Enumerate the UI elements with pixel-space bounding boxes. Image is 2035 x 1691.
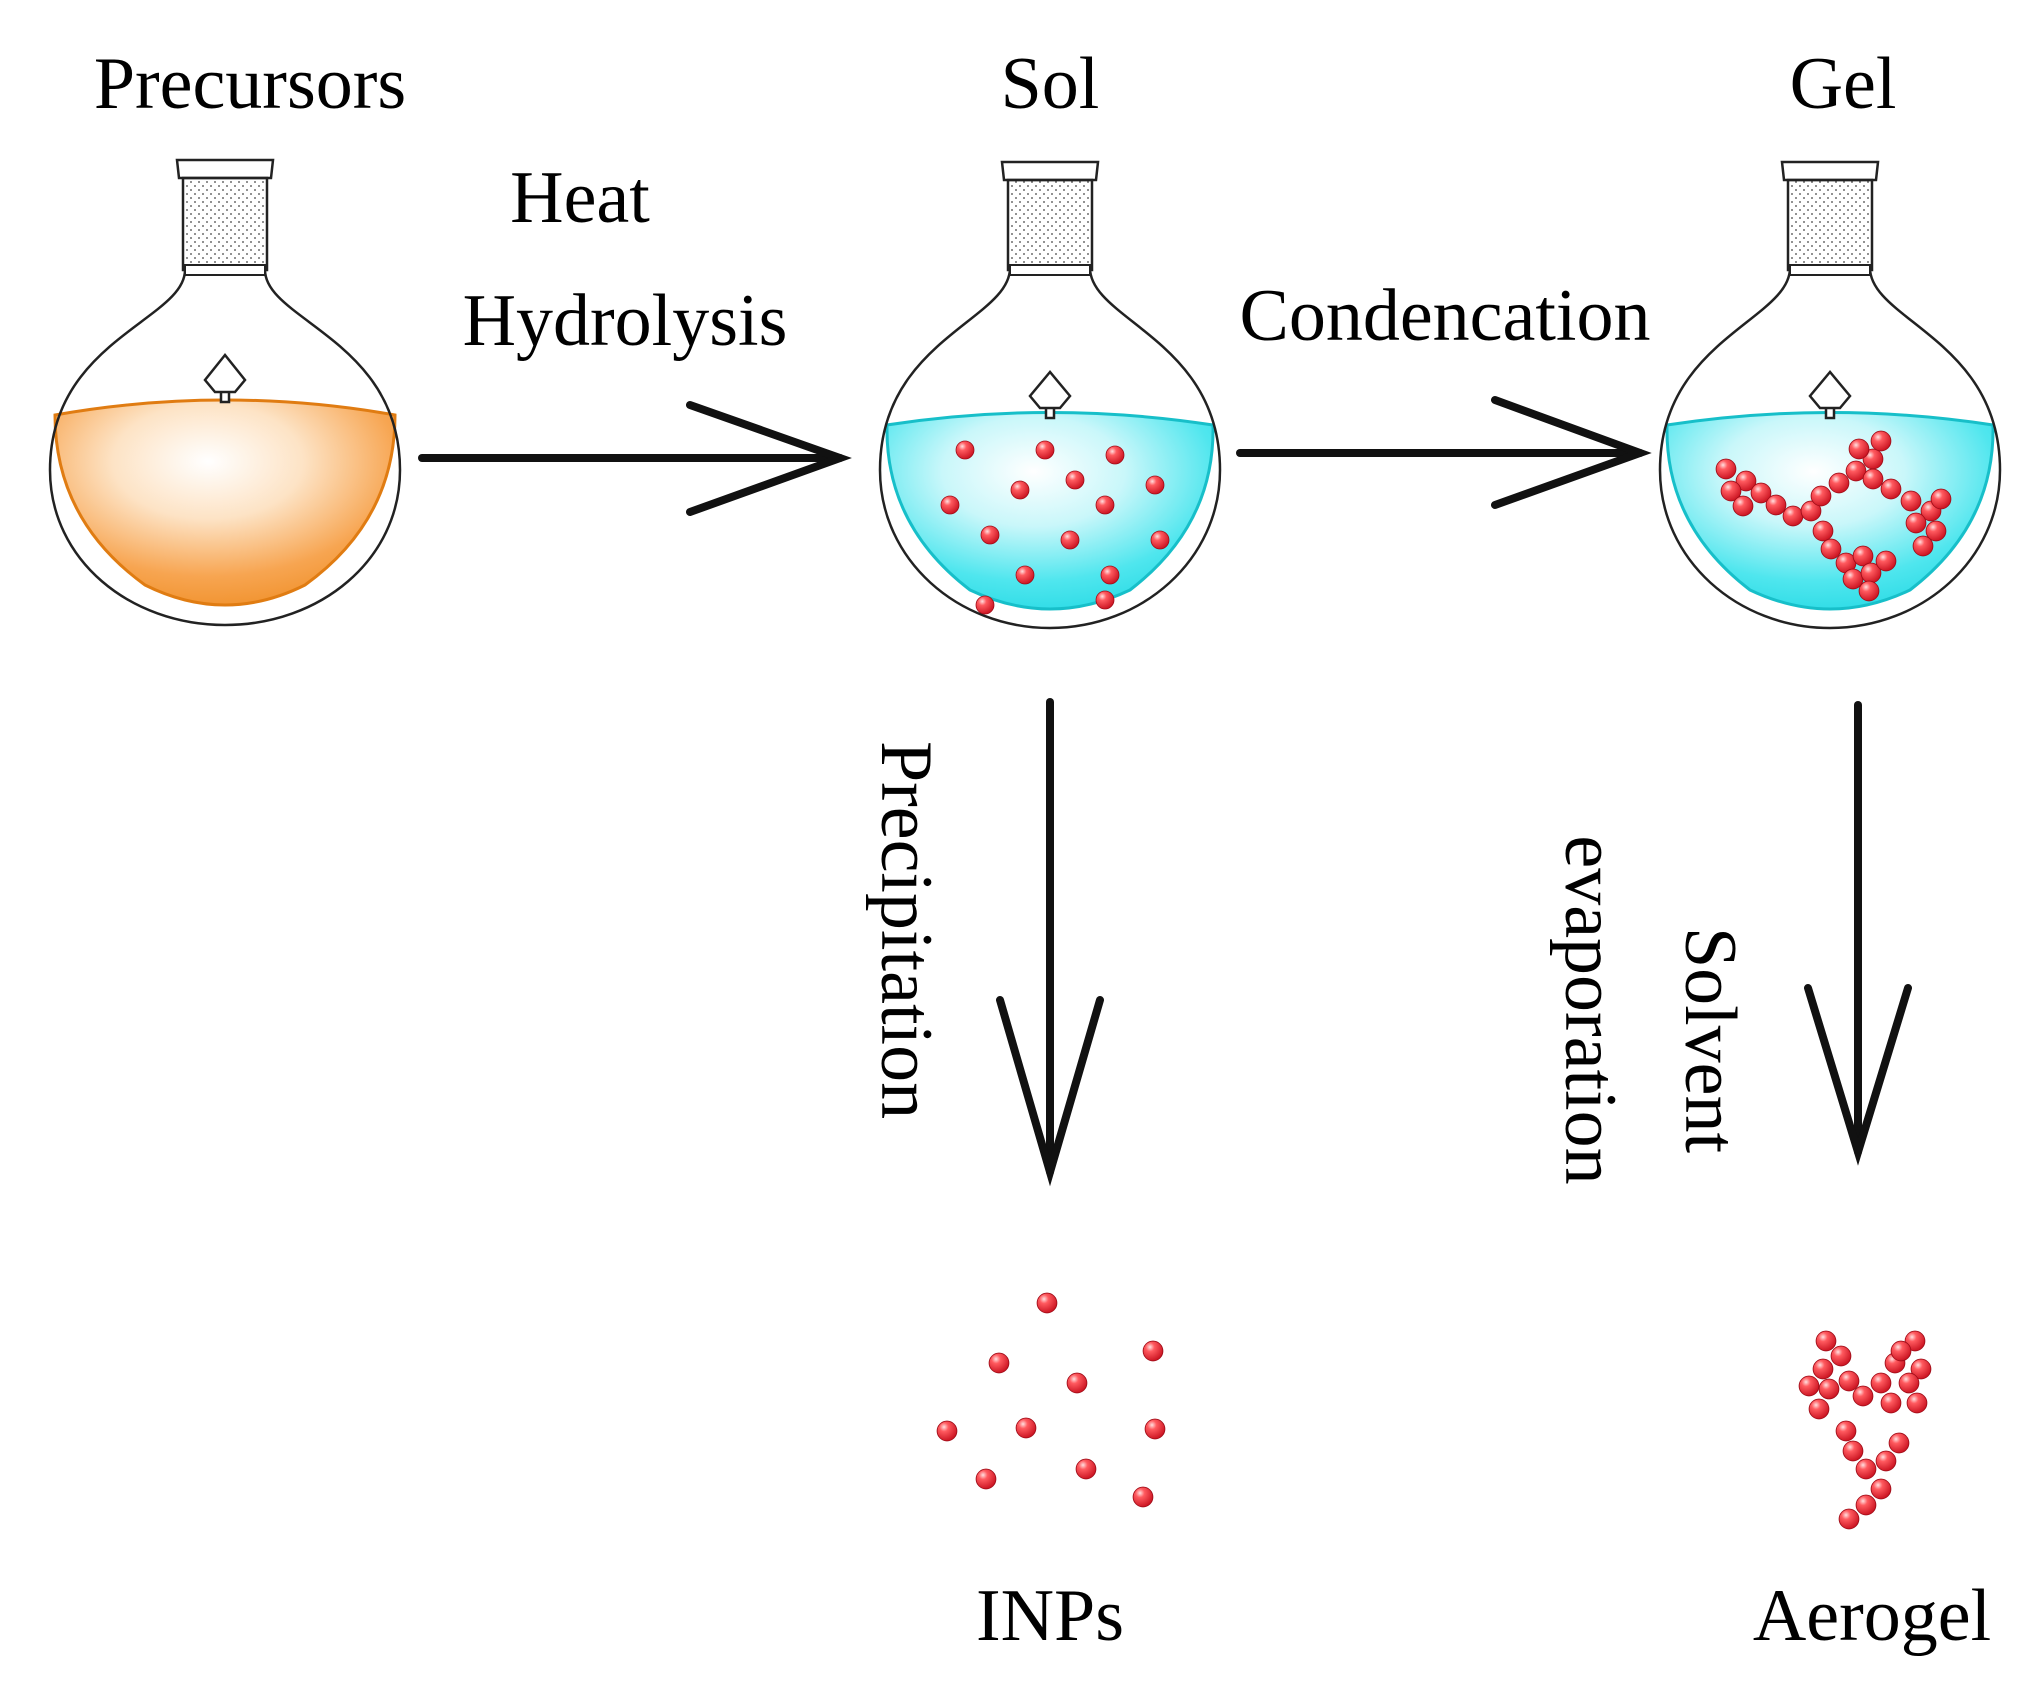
label-inps: INPs	[976, 1575, 1124, 1657]
label-evaporation: evaporation	[1549, 835, 1631, 1184]
label-precursors: Precursors	[94, 43, 406, 125]
gel-stopper	[1780, 160, 1880, 276]
gel-inlet	[1808, 370, 1852, 420]
arrow-precipitation	[996, 698, 1104, 1187]
precursor-liquid	[53, 398, 397, 607]
gel-flask	[1658, 160, 2002, 630]
label-precipitation: Precipitation	[865, 741, 947, 1119]
arrow-solvent-evaporation	[1804, 701, 1912, 1166]
label-condensation: Condencation	[1239, 275, 1650, 357]
sol-flask-body	[878, 267, 1222, 630]
inps-particles	[936, 1292, 1166, 1508]
aerogel-cluster	[1798, 1330, 1932, 1530]
sol-liquid	[885, 411, 1215, 611]
precursor-stopper	[175, 158, 275, 276]
sol-inlet	[1028, 370, 1072, 420]
sol-stopper	[1000, 160, 1100, 276]
label-gel: Gel	[1790, 43, 1897, 125]
precursor-flask-body	[48, 269, 402, 627]
label-heat: Heat	[510, 157, 650, 239]
sol-flask	[878, 160, 1222, 630]
precursor-inlet	[203, 352, 247, 404]
precursor-flask	[48, 158, 402, 627]
label-sol: Sol	[1001, 43, 1100, 125]
gel-flask-body	[1658, 267, 2002, 630]
label-aerogel: Aerogel	[1753, 1575, 1991, 1657]
gel-liquid	[1665, 411, 1995, 611]
label-solvent: Solvent	[1669, 927, 1751, 1154]
label-hydrolysis: Hydrolysis	[463, 280, 788, 362]
arrow-condensation	[1236, 396, 1652, 509]
arrow-heat-hydrolysis	[418, 401, 852, 516]
